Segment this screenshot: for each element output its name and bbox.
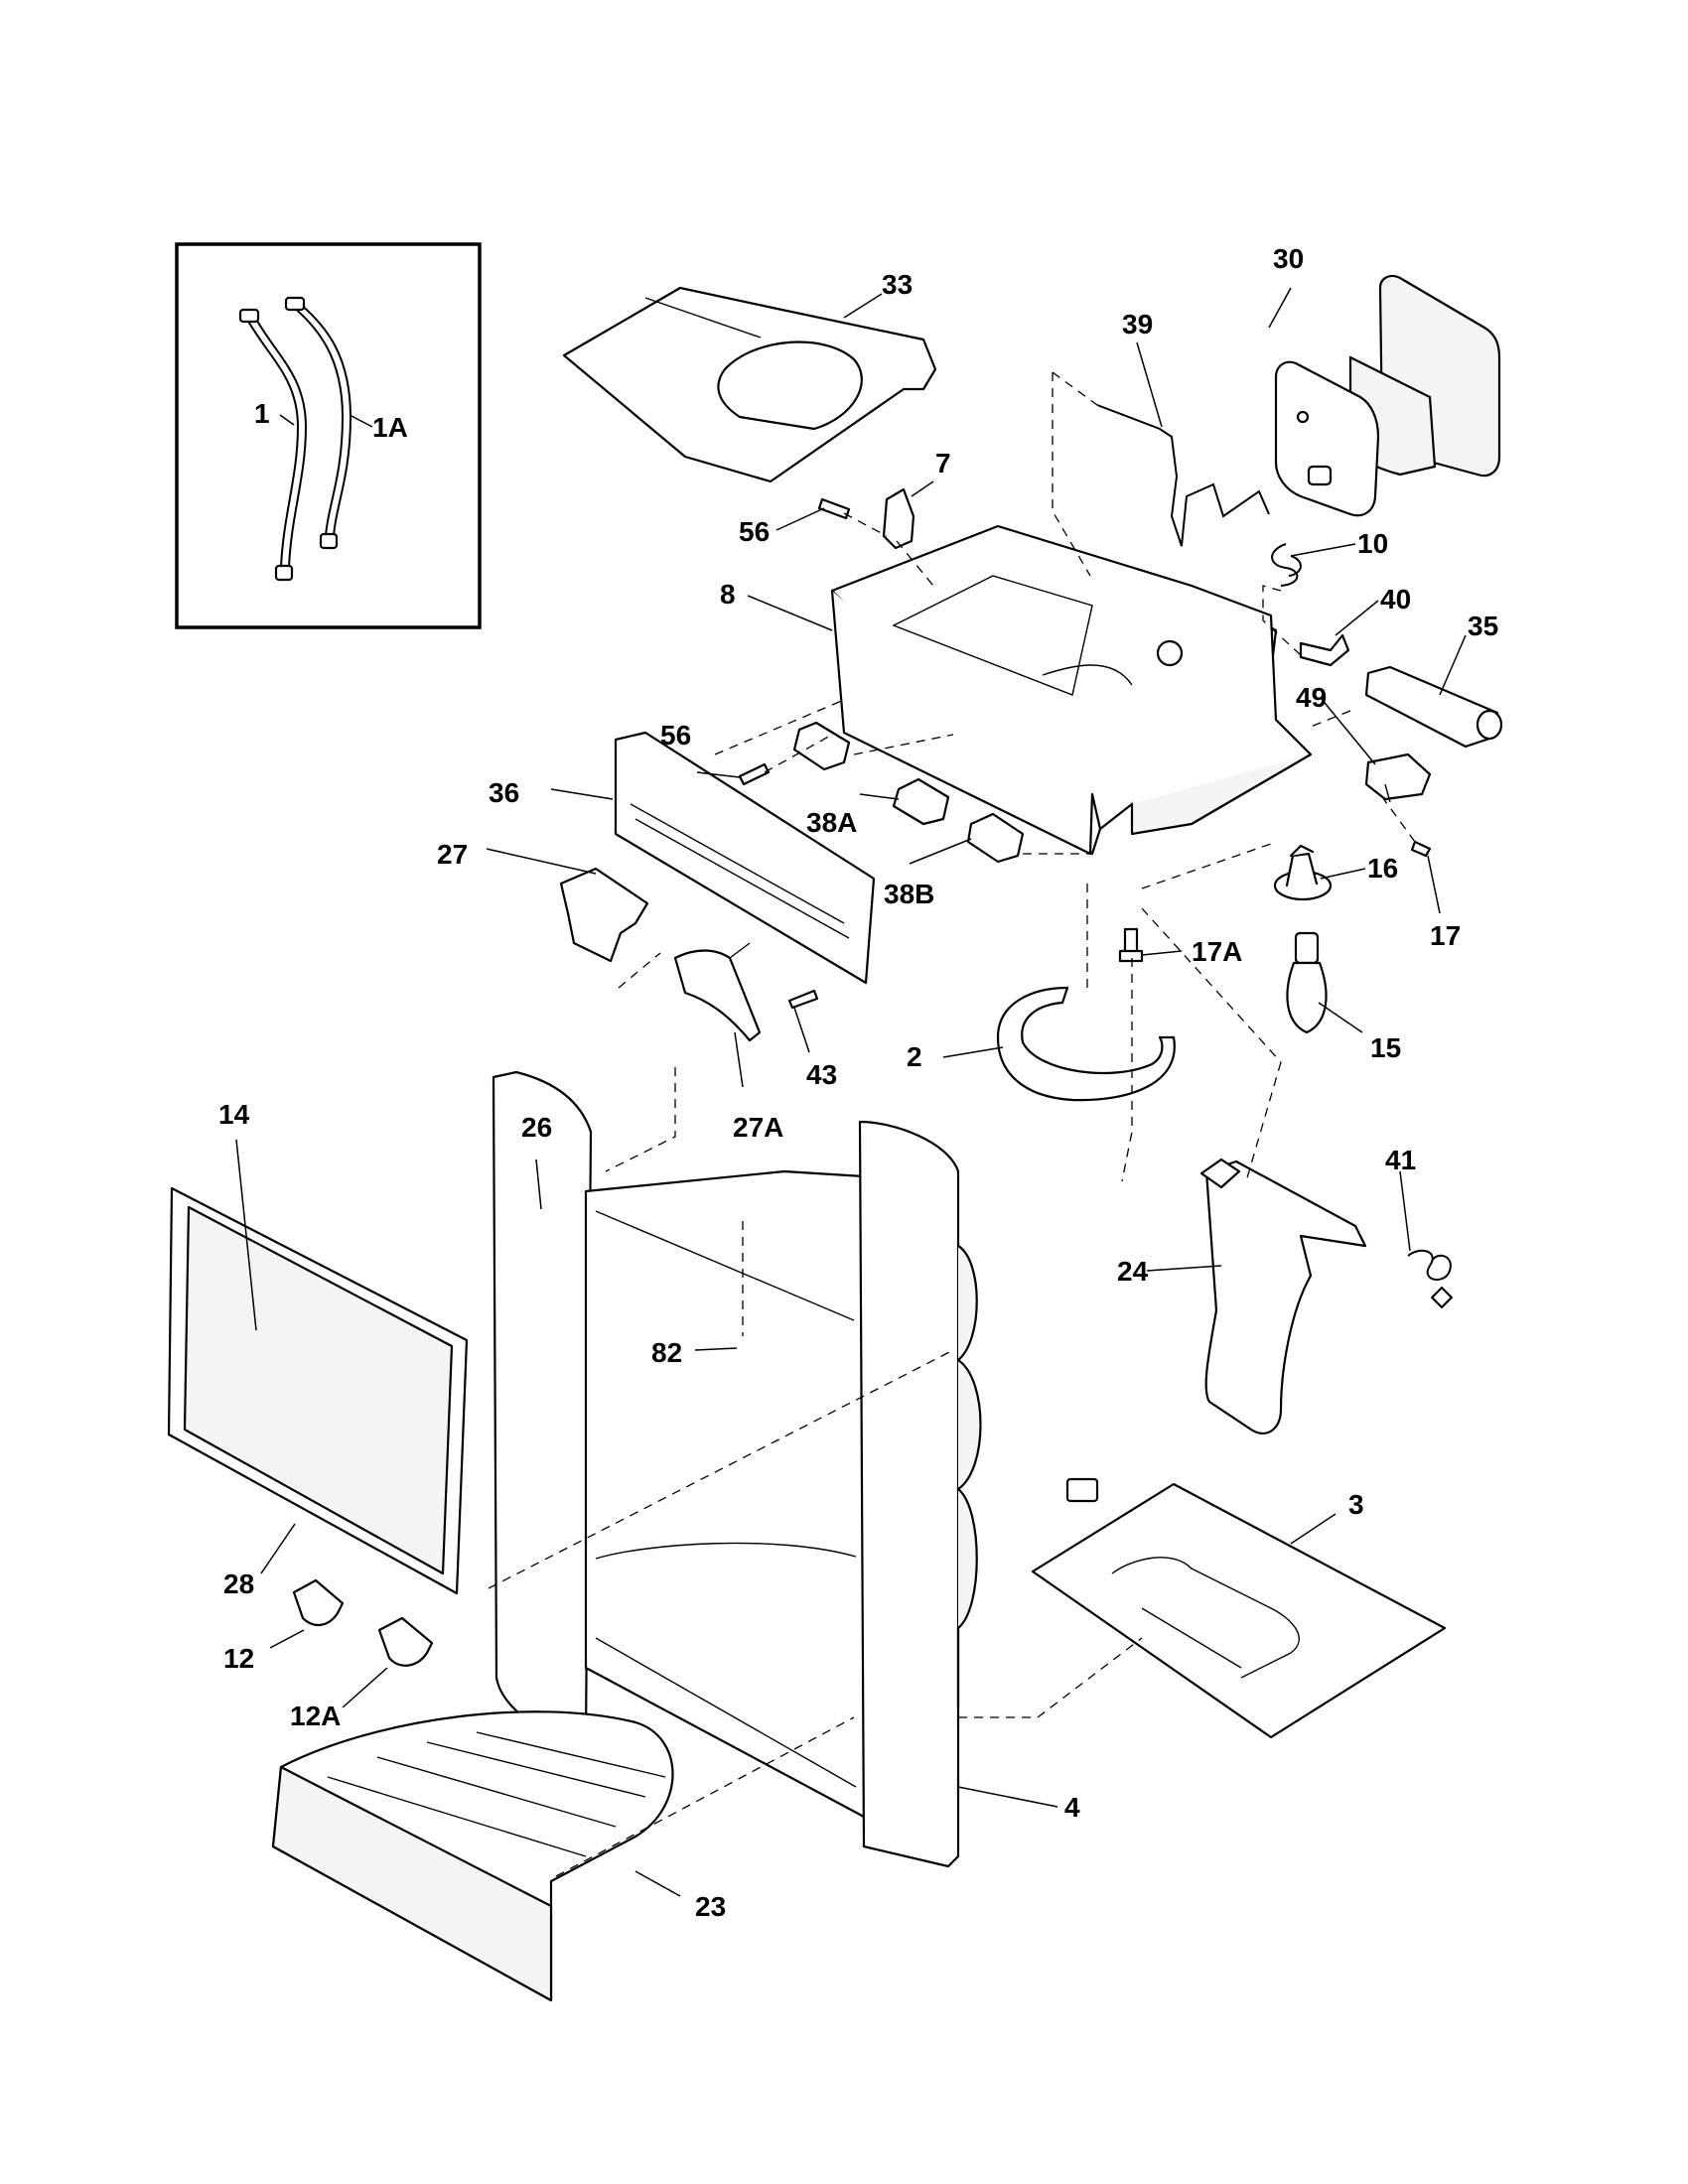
callout-30: 30 [1273, 243, 1304, 274]
part-1-tube [238, 308, 308, 582]
callout-82: 82 [651, 1337, 682, 1368]
callout-labels: 1 1A 33 30 39 7 56 10 8 40 35 49 56 36 3… [218, 243, 1498, 1922]
part-39-rod [1096, 404, 1270, 547]
part-30-bin-end [1274, 274, 1501, 517]
callout-49: 49 [1296, 682, 1327, 713]
callout-39: 39 [1122, 309, 1153, 340]
part-14-window-frame [167, 1186, 469, 1595]
part-40-pin [1299, 633, 1350, 667]
part-12-guide [292, 1578, 345, 1626]
part-2-ring [996, 986, 1176, 1102]
part-23-drip-tray [271, 1710, 674, 2002]
part-27-bracket [559, 867, 649, 963]
callout-1A: 1A [372, 412, 408, 443]
part-56-screw-lower [738, 762, 771, 786]
callout-17: 17 [1430, 920, 1461, 951]
part-38A-switch-upper [792, 721, 851, 771]
callout-36: 36 [489, 777, 519, 808]
part-3-heater-plate [1031, 1477, 1447, 1739]
callout-56-lower: 56 [660, 720, 691, 751]
callout-7: 7 [935, 448, 951, 478]
part-16-knob [1273, 844, 1333, 901]
part-38A-switch-lower [892, 777, 950, 826]
part-35-solenoid [1364, 665, 1503, 749]
callout-17A: 17A [1192, 936, 1242, 967]
part-56-screw-upper [817, 497, 851, 520]
part-36-front-panel [614, 731, 876, 985]
callout-35: 35 [1468, 611, 1498, 641]
part-43-screw [787, 989, 819, 1010]
callout-24: 24 [1117, 1256, 1149, 1287]
callout-23: 23 [695, 1891, 726, 1922]
part-41-spring [1407, 1249, 1453, 1308]
callout-40: 40 [1380, 584, 1411, 614]
callout-3: 3 [1348, 1489, 1364, 1520]
part-27A-paddle [673, 942, 762, 1042]
callout-16: 16 [1367, 853, 1398, 884]
callout-56-upper: 56 [739, 516, 770, 547]
part-7-clip [882, 487, 915, 550]
part-17A-screw [1118, 927, 1144, 963]
callout-15: 15 [1370, 1032, 1401, 1063]
callout-27A: 27A [733, 1112, 783, 1143]
callout-27: 27 [437, 839, 468, 870]
callout-2: 2 [907, 1041, 922, 1072]
callout-28: 28 [223, 1569, 254, 1599]
alignment-lines [488, 371, 1416, 1877]
part-12A-guide [377, 1616, 434, 1667]
callout-1: 1 [254, 398, 270, 429]
callout-33: 33 [882, 269, 913, 300]
callout-38B: 38B [884, 879, 934, 909]
callout-14: 14 [218, 1099, 250, 1130]
inset-box [175, 242, 482, 629]
callout-10: 10 [1357, 528, 1388, 559]
part-33-cover-plate [562, 286, 937, 483]
part-17-screw [1410, 840, 1432, 858]
leader-lines [235, 287, 1467, 1897]
callout-26: 26 [521, 1112, 552, 1143]
callout-12A: 12A [290, 1701, 341, 1731]
callout-41: 41 [1385, 1145, 1416, 1175]
part-38B-switch [966, 812, 1025, 864]
callout-8: 8 [720, 579, 736, 610]
callout-12: 12 [223, 1643, 254, 1674]
part-8-main-housing [830, 524, 1313, 856]
callout-4: 4 [1064, 1792, 1080, 1823]
part-15-bulb [1286, 931, 1328, 1034]
part-10-spring [1271, 543, 1302, 587]
callout-43: 43 [806, 1059, 837, 1090]
part-24-chute [1199, 1158, 1367, 1434]
part-49-bracket [1364, 752, 1432, 803]
part-4-dispenser-housing [492, 1070, 982, 1868]
part-1A-tube [284, 296, 352, 550]
callout-38A: 38A [806, 807, 857, 838]
